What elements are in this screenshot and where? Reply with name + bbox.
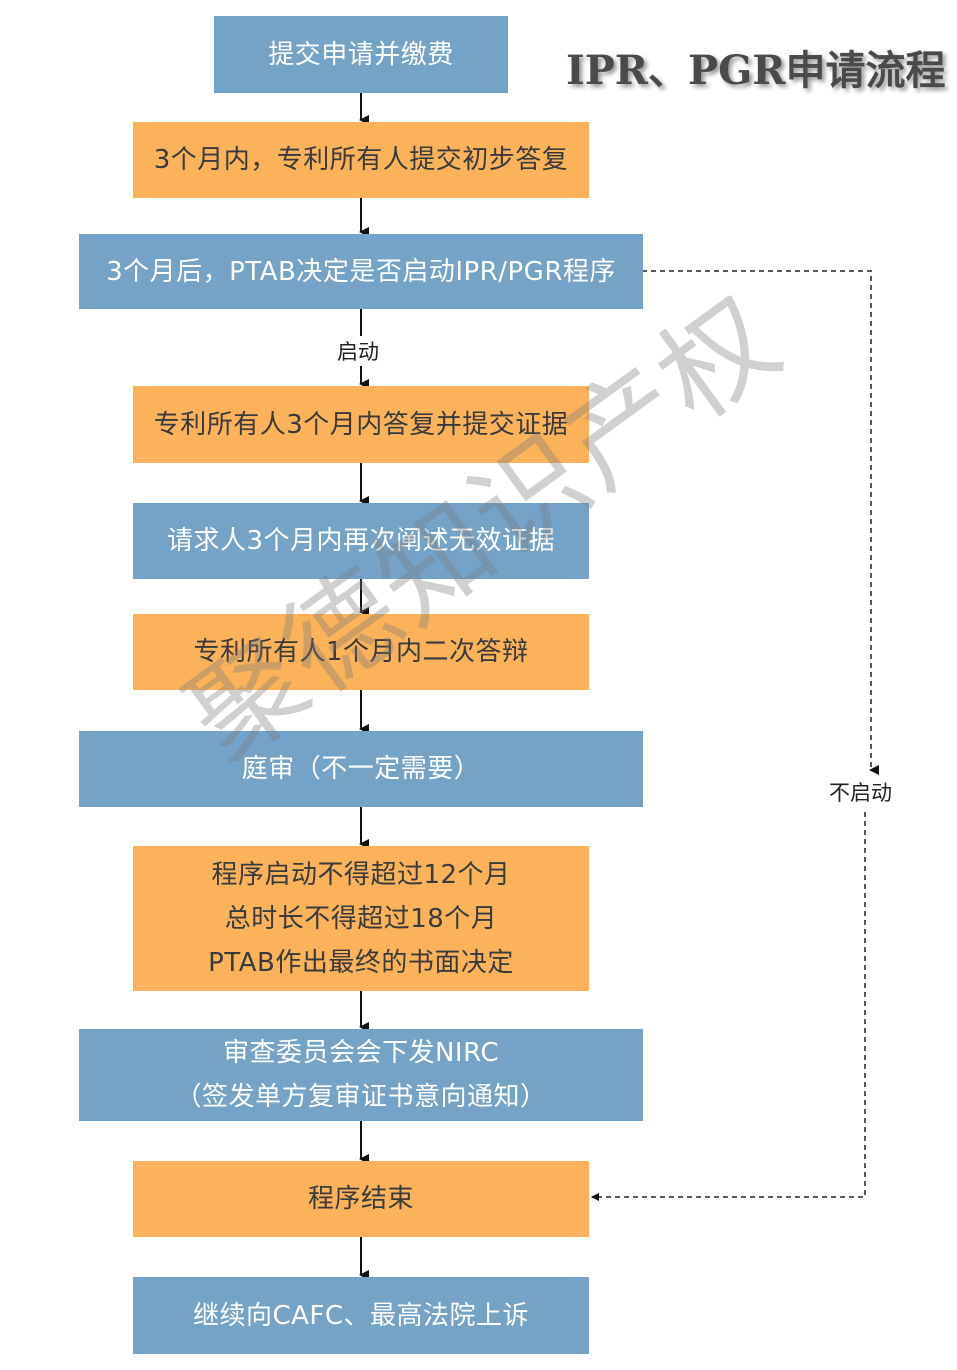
step-3-line: 3个月后，PTAB决定是否启动IPR/PGR程序 [106,256,616,287]
step-4-line: 专利所有人3个月内答复并提交证据 [153,409,569,440]
step-8-line-1: 程序启动不得超过12个月 [211,859,511,890]
step-5-line: 请求人3个月内再次阐述无效证据 [166,526,556,556]
step-procedure-end: 程序结束 [133,1161,589,1237]
step-6-line: 专利所有人1个月内二次答辩 [193,637,529,667]
step-9-line-2: （签发单方复审证书意向通知） [175,1082,547,1112]
step-petitioner-reply: 请求人3个月内再次阐述无效证据 [133,503,589,579]
no-start-label: 不启动 [829,777,892,807]
step-ptab-decision: 3个月后，PTAB决定是否启动IPR/PGR程序 [79,234,643,309]
no-start-path-upper [642,270,879,775]
step-nirc-issued: 审查委员会会下发NIRC （签发单方复审证书意向通知） [79,1029,643,1121]
step-final-written-decision: 程序启动不得超过12个月 总时长不得超过18个月 PTAB作出最终的书面决定 [133,846,589,991]
step-owner-sur-reply: 专利所有人1个月内二次答辩 [133,614,589,690]
page-title: IPR、PGR申请流程 [566,47,946,94]
step-owner-response-evidence: 专利所有人3个月内答复并提交证据 [133,386,589,463]
no-start-path-lower [591,812,866,1201]
step-8-line-3: PTAB作出最终的书面决定 [208,947,514,978]
step-2-line: 3个月内，专利所有人提交初步答复 [153,145,569,175]
step-submit-application: 提交申请并缴费 [214,16,508,93]
step-appeal: 继续向CAFC、最高法院上诉 [133,1277,589,1354]
step-11-line: 继续向CAFC、最高法院上诉 [192,1300,530,1331]
step-preliminary-response: 3个月内，专利所有人提交初步答复 [133,122,589,198]
step-1-line: 提交申请并缴费 [268,39,454,70]
step-7-line: 庭审（不一定需要） [241,754,481,784]
step-8-line-2: 总时长不得超过18个月 [224,903,498,934]
step-oral-hearing: 庭审（不一定需要） [79,731,643,807]
step-10-line: 程序结束 [307,1184,414,1214]
start-label: 启动 [337,336,379,366]
step-9-line-1: 审查委员会会下发NIRC [222,1038,500,1068]
